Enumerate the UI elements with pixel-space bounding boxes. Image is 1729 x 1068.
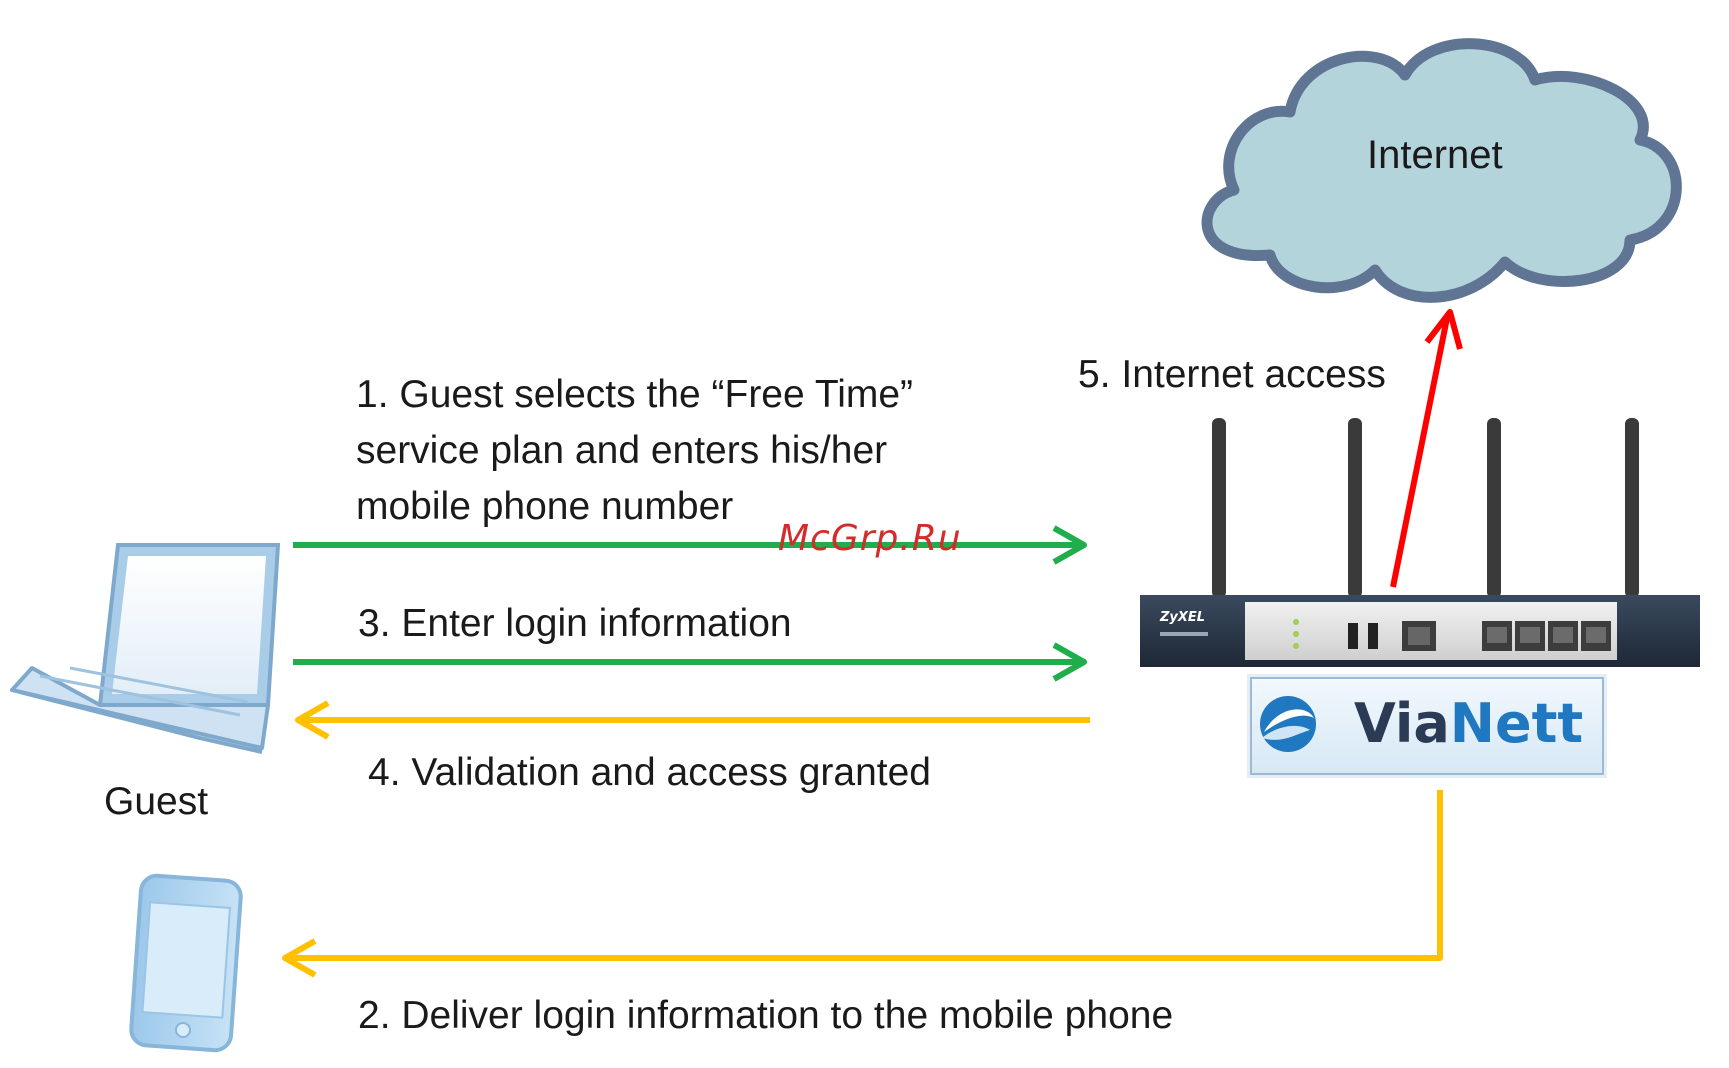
mobile-phone-icon [130,875,242,1052]
arrow-step2 [285,790,1440,975]
step2-label: 2. Deliver login information to the mobi… [358,988,1173,1044]
guest-label: Guest [104,774,208,830]
vianett-logo-text: ViaNett [1354,689,1583,759]
arrow-step4 [298,703,1090,737]
step1-label-line2: service plan and enters his/her [356,423,887,479]
vianett-logo-part1: Via [1354,692,1450,755]
step1-label-line1: 1. Guest selects the “Free Time” [356,367,913,423]
step1-label-line3: mobile phone number [356,479,733,535]
laptop-icon [12,545,278,752]
router-brand: ZyXEL [1159,610,1205,625]
internet-label: Internet [1367,127,1503,183]
arrow-step5 [1393,312,1460,587]
step3-label: 3. Enter login information [358,596,792,652]
vianett-logo-part2: Nett [1450,692,1583,755]
step5-label: 5. Internet access [1078,347,1386,403]
step4-label: 4. Validation and access granted [368,745,931,801]
vianett-logo: ViaNett [1250,677,1604,775]
watermark: McGrp.Ru [778,518,962,559]
